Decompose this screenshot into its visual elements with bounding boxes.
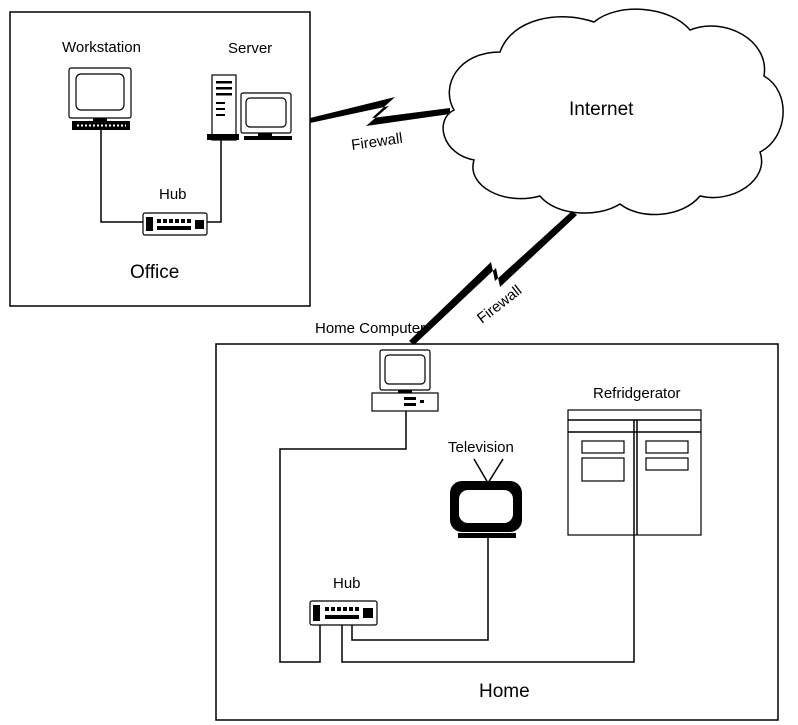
internet-label: Internet bbox=[569, 99, 634, 120]
workstation-icon bbox=[68, 67, 132, 130]
home-computer-icon bbox=[371, 349, 439, 412]
server-label: Server bbox=[228, 40, 272, 57]
office-firewall-label: Firewall bbox=[350, 130, 404, 154]
home-wire-hub-television bbox=[351, 537, 489, 641]
home-hub-icon bbox=[309, 600, 378, 626]
television-icon bbox=[450, 458, 522, 538]
server-icon bbox=[207, 74, 292, 141]
home-zone: Home Computer Television Refridgerator bbox=[215, 320, 779, 721]
home-firewall-label: Firewall bbox=[474, 282, 525, 327]
refrigerator-icon bbox=[567, 409, 702, 536]
home-wire-hub-refrigerator bbox=[341, 535, 635, 663]
home-firewall-link bbox=[409, 211, 577, 345]
office-wire-server-hub bbox=[207, 140, 222, 223]
home-title: Home bbox=[479, 681, 530, 702]
office-boundary bbox=[9, 11, 311, 307]
home-wire-computer-hub bbox=[279, 411, 407, 663]
television-label: Television bbox=[448, 439, 514, 456]
internet-cloud: Internet bbox=[442, 8, 784, 216]
home-computer-label: Home Computer bbox=[315, 320, 425, 337]
home-hub-label: Hub bbox=[333, 575, 361, 592]
office-zone: Workstation Server bbox=[9, 11, 311, 307]
office-title: Office bbox=[130, 262, 179, 283]
refrigerator-label: Refridgerator bbox=[593, 385, 681, 402]
office-firewall-link bbox=[310, 97, 450, 126]
office-wire-workstation-hub bbox=[100, 130, 143, 223]
office-hub-label: Hub bbox=[159, 186, 187, 203]
workstation-label: Workstation bbox=[62, 39, 141, 56]
office-hub-icon bbox=[142, 212, 208, 236]
